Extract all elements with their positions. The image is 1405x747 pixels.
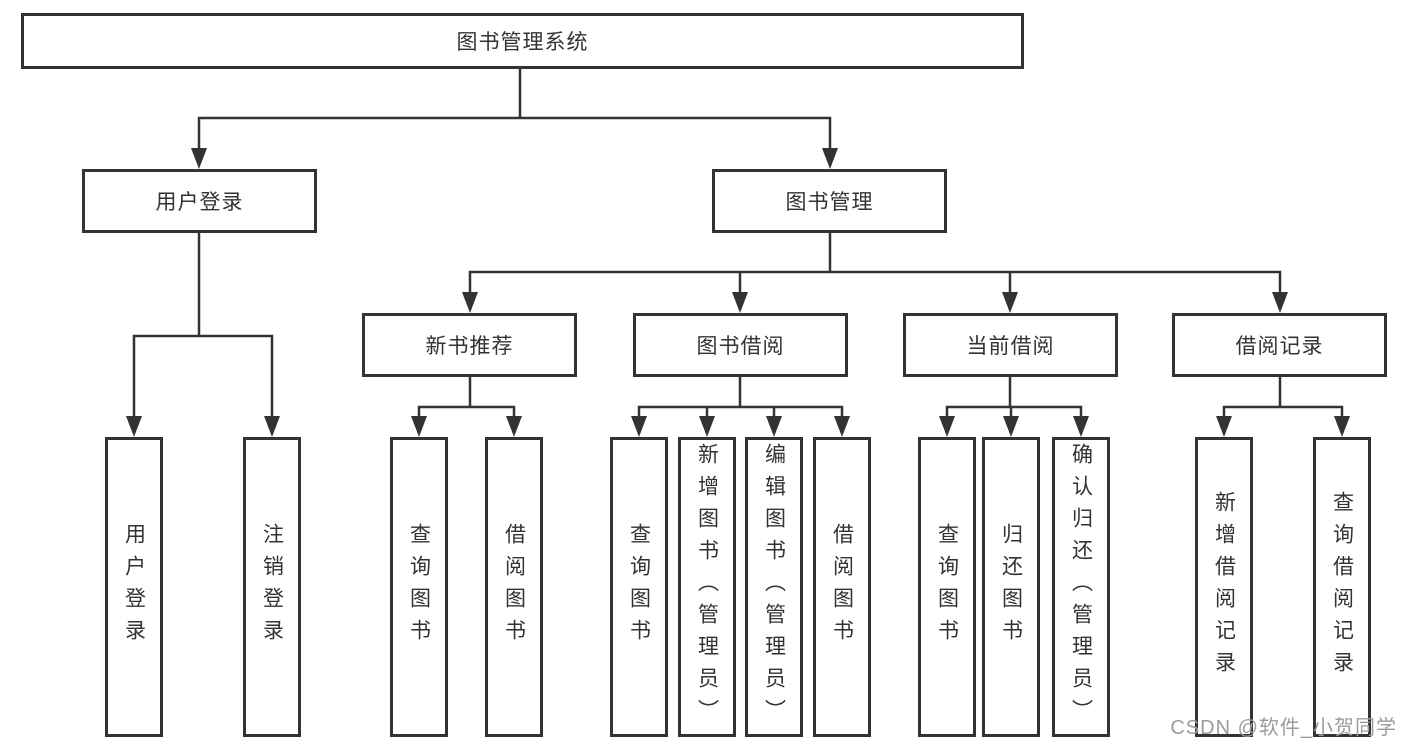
leaf-query-books-current: 查询图书	[918, 437, 976, 737]
leaf-edit-books-admin: 编辑图书（管理员）	[745, 437, 803, 737]
node-borrowing-records: 借阅记录	[1172, 313, 1387, 377]
leaf-return-books: 归还图书	[982, 437, 1040, 737]
node-current-borrowing: 当前借阅	[903, 313, 1118, 377]
leaf-user-login: 用户登录	[105, 437, 163, 737]
node-user-login: 用户登录	[82, 169, 317, 233]
arrowheads	[126, 148, 1350, 437]
leaf-borrow-books: 借阅图书	[813, 437, 871, 737]
leaf-logout: 注销登录	[243, 437, 301, 737]
leaf-add-borrow-record: 新增借阅记录	[1195, 437, 1253, 737]
node-book-management: 图书管理	[712, 169, 947, 233]
leaf-confirm-return-admin: 确认归还（管理员）	[1052, 437, 1110, 737]
csdn-watermark: CSDN @软件_小贺同学	[1170, 717, 1397, 739]
leaf-borrow-books-recommend: 借阅图书	[485, 437, 543, 737]
leaf-query-books-borrow: 查询图书	[610, 437, 668, 737]
leaf-query-borrow-record: 查询借阅记录	[1313, 437, 1371, 737]
leaf-query-books-recommend: 查询图书	[390, 437, 448, 737]
node-library-management-system: 图书管理系统	[21, 13, 1024, 69]
node-book-borrowing: 图书借阅	[633, 313, 848, 377]
leaf-add-books-admin: 新增图书（管理员）	[678, 437, 736, 737]
node-new-book-recommendation: 新书推荐	[362, 313, 577, 377]
